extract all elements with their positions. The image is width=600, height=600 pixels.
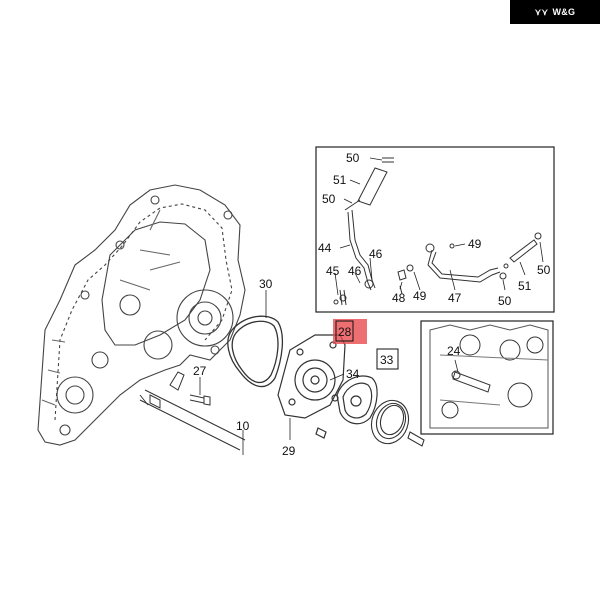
coolant-pipe-10 [139,371,246,451]
callout-27: 27 [193,364,207,378]
water-pump-29 [277,334,346,439]
callout-10: 10 [236,419,250,433]
seal-ring-33 [370,399,425,447]
brand-logo: ⋎⋎ W&G [510,0,600,24]
callout-46-right: 46 [369,247,383,261]
brand-mark-icon: ⋎⋎ [534,6,549,17]
inset-pipe-kit [315,146,555,313]
pulley-34 [336,375,378,425]
callout-24: 24 [447,344,461,358]
callout-49-top: 49 [468,237,482,251]
callout-50-left: 50 [322,192,336,206]
gasket-30 [227,315,284,388]
callout-33: 33 [380,353,394,367]
leader-lines [199,157,544,455]
callout-44: 44 [318,241,332,255]
callout-49-bottom: 49 [413,289,427,303]
callout-box-33 [376,348,399,370]
inset-frame-bottom [420,320,554,435]
callout-50-bottom: 50 [498,294,512,308]
inset-cylinder-head [420,320,554,435]
callout-48: 48 [392,291,406,305]
callout-47: 47 [448,291,462,305]
callout-29: 29 [282,444,296,458]
callout-box-28 [335,320,354,342]
callout-labels: 30 27 10 29 28 34 33 50 51 50 44 46 45 4… [193,151,551,458]
callout-28: 28 [338,325,352,339]
callout-30: 30 [259,277,273,291]
inset-frame-top [315,146,555,313]
callout-50-top: 50 [346,151,360,165]
bolt-27 [189,394,211,406]
callout-46-left: 46 [348,264,362,278]
callout-50-right: 50 [537,263,551,277]
timing-cover-housing [37,184,246,446]
highlight-box-28 [333,319,367,344]
callout-51-left: 51 [333,173,347,187]
callout-34: 34 [346,367,360,381]
brand-logo-text: W&G [552,7,576,17]
callout-51-right: 51 [518,279,532,293]
callout-45: 45 [326,264,340,278]
